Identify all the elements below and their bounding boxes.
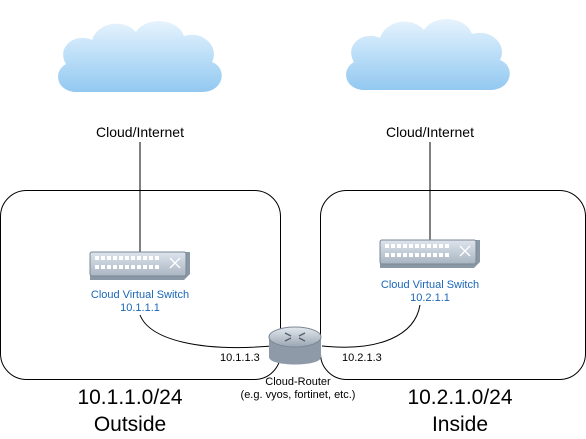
router-ip-left: 10.1.1.3 [220,352,260,364]
switch-icon [379,239,480,268]
zone-name-outside: Outside [94,413,166,436]
switch-ip-left: 10.1.1.1 [120,302,160,314]
switch-name-right: Cloud Virtual Switch [381,279,479,291]
cloud-icon [346,19,510,90]
zone-subnet-inside: 10.2.1.0/24 [407,386,512,409]
zone-subnet-outside: 10.1.1.0/24 [77,386,182,409]
router-icon [268,326,322,365]
switch-ip-right: 10.2.1.1 [410,292,450,304]
router-note: (e.g. vyos, fortinet, etc.) [241,389,356,401]
router-name: Cloud-Router [265,376,331,388]
cloud-icon [58,21,222,92]
switch-icon [89,251,190,280]
cloud-label-left: Cloud/Internet [96,124,184,140]
link-right-switch-router [321,304,421,348]
link-left-switch-router [139,314,273,349]
router-ip-right: 10.2.1.3 [342,352,382,364]
switch-name-left: Cloud Virtual Switch [91,289,189,301]
cloud-label-right: Cloud/Internet [386,124,474,140]
zone-name-inside: Inside [432,413,488,436]
